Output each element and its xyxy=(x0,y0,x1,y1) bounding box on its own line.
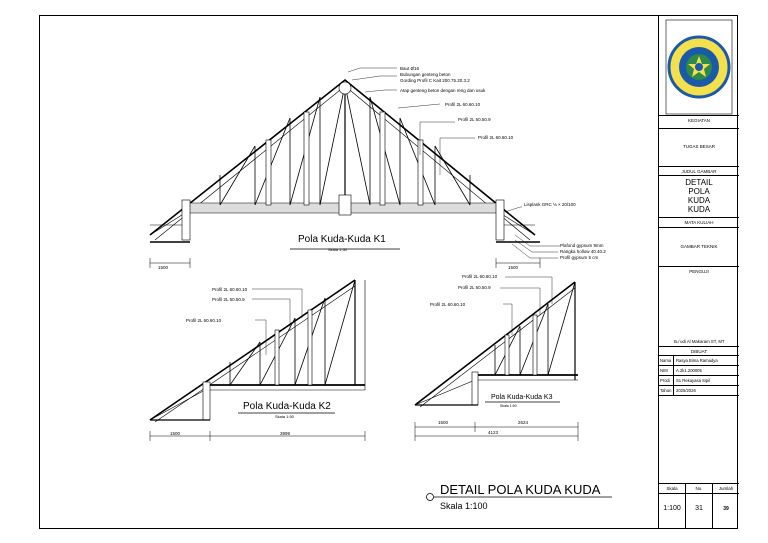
label-lisplank: Lisplank GRC ⅛ × 20/100 xyxy=(524,202,576,207)
k3-dim-total: 4123 xyxy=(488,430,499,435)
penguji-label: PENGUJI xyxy=(659,266,739,276)
label-plafond: Plafond gypsum 9mm xyxy=(560,243,604,248)
k1-dim-left: 1500 xyxy=(158,265,169,270)
jumlah-value: 39 xyxy=(723,506,729,512)
title-block: KEGIATAN TUGAS BESAR JUDUL GAMBAR DETAIL… xyxy=(658,15,739,529)
judul-label: JUDUL GAMBAR xyxy=(681,169,717,174)
k3-dim-mid: 2624 xyxy=(518,420,529,425)
main-scale: Skala 1:100 xyxy=(440,501,488,511)
judul-line: KUDA xyxy=(687,196,711,205)
sheet-info-cells: Skala 1:100 No. 31 Jumlah 39 xyxy=(659,483,739,529)
k2-label-p1: Profil 2L 60.60.10 xyxy=(212,287,248,292)
k3-label-p1: Profil 2L 60.60.10 xyxy=(462,274,498,279)
k3-label-p2: Profil 2L 50.50.9 xyxy=(458,285,491,290)
label-rangka: Rangka hollow 40.40.2 xyxy=(560,249,606,254)
skala-label: Skala xyxy=(659,484,685,494)
label-profil-gypsum: Profil gypsum 5 cm xyxy=(560,255,599,260)
k3-scale: Skala 1:50 xyxy=(500,404,517,408)
penguji-name: Su`udi Al Makaram ST, MT xyxy=(673,339,725,344)
k1-scale: Skala 1:50 xyxy=(328,247,347,252)
no-cell: No. 31 xyxy=(686,484,713,529)
section-marker-icon xyxy=(426,493,434,501)
matkul-value: GAMBAR TEKNIK xyxy=(659,227,739,266)
label-profil-60-b: Profil 2L 60.60.10 xyxy=(478,135,514,140)
judul-label-row: JUDUL GAMBAR xyxy=(659,166,739,175)
k3-title: Pola Kuda-Kuda K3 xyxy=(491,394,553,401)
kegiatan-label: KEGIATAN xyxy=(687,118,711,123)
k1-title: Pola Kuda-Kuda K1 xyxy=(298,234,386,245)
no-label: No. xyxy=(686,484,712,494)
skala-cell: Skala 1:100 xyxy=(659,484,686,529)
label-baut: Baut Ø16 xyxy=(400,66,420,71)
judul-line: KUDA xyxy=(687,205,711,214)
kegiatan-value: TUGAS BESAR xyxy=(659,128,739,166)
k2-dim-left: 1500 xyxy=(170,431,181,436)
label-bubungan: Bubungan genteng beton xyxy=(400,72,451,77)
label-profil-50: Profil 2L 50.50.9 xyxy=(458,117,491,122)
matkul-label: MATA KULIAH xyxy=(659,217,739,227)
k2-title: Pola Kuda-Kuda K2 xyxy=(243,401,331,412)
truss-k1-drawing xyxy=(149,67,560,268)
k2-label-p2: Profil 2L 50.50.9 xyxy=(212,297,245,302)
judul-line: POLA xyxy=(688,187,710,196)
k2-scale: Skala 1:50 xyxy=(275,414,294,419)
k1-dim-right: 1500 xyxy=(508,265,519,270)
penguji-section: Su`udi Al Makaram ST, MT xyxy=(659,276,739,346)
k2-dim-right: 3999 xyxy=(280,431,291,436)
jumlah-cell: Jumlah 39 xyxy=(713,484,739,529)
truss-k2-drawing xyxy=(149,279,366,441)
label-atap: Atap genteng beton dengan reng dan usuk xyxy=(400,88,486,93)
kegiatan-section: KEGIATAN xyxy=(659,115,739,128)
label-profil-60-a: Profil 2L 60.60.10 xyxy=(445,102,481,107)
judul-line: DETAIL xyxy=(685,178,713,187)
k2-label-p3: Profil 2L 60.60.10 xyxy=(186,318,222,323)
skala-value: 1:100 xyxy=(663,505,681,512)
judul-value: DETAIL POLA KUDA KUDA xyxy=(659,175,739,217)
no-value: 31 xyxy=(695,505,703,512)
dibuat-label: DIBUAT xyxy=(659,346,739,355)
label-gording: Gording Profil C Kait 200.75.20.3.2 xyxy=(400,78,470,83)
k3-dim-left: 1500 xyxy=(438,420,449,425)
k3-label-p3: Profil 2L 60.60.10 xyxy=(430,302,466,307)
drawing-sheet-border xyxy=(39,15,738,529)
jumlah-label: Jumlah xyxy=(713,484,739,494)
truss-k3-drawing xyxy=(414,276,579,441)
main-title: DETAIL POLA KUDA KUDA xyxy=(440,482,601,497)
university-logo-icon xyxy=(665,19,733,115)
